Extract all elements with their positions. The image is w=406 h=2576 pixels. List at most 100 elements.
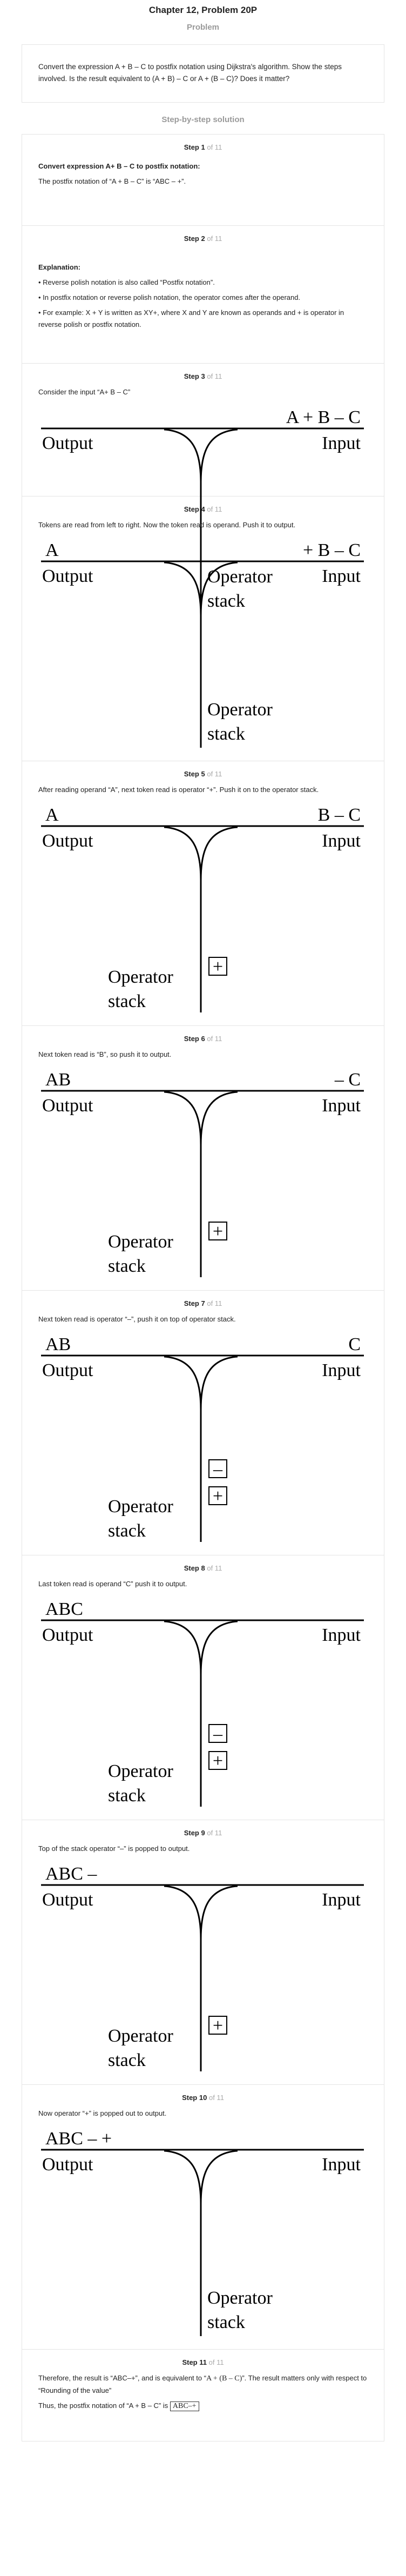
- track-curve-right: [200, 2150, 238, 2204]
- input-label: Input: [322, 566, 361, 586]
- step-of-count: of 11: [207, 1035, 222, 1043]
- track-curve-right: [200, 1885, 238, 1940]
- step-of-count: of 11: [207, 1299, 222, 1307]
- step-bullet: • Reverse polish notation is also called…: [38, 278, 215, 286]
- step-word: Step: [184, 1299, 199, 1307]
- input-label: Input: [322, 1096, 361, 1116]
- step-text: Next token read is operator “–”, push it…: [38, 1315, 236, 1323]
- step-of-count: of 11: [207, 372, 222, 380]
- step-body: Now operator “+” is popped out to output…: [22, 2108, 384, 2119]
- stack-item: +: [213, 1486, 223, 1506]
- output-value: A: [45, 540, 59, 560]
- step-conclusion: Therefore, the result is “ABC–+”, and is…: [38, 2372, 368, 2397]
- step-of-count: of 11: [207, 143, 222, 151]
- input-label: Input: [322, 1890, 361, 1910]
- operator-stack-label: Operator: [207, 700, 273, 720]
- step-word: Step: [182, 2094, 198, 2102]
- input-label: Input: [322, 2155, 361, 2175]
- track-curve-right: [200, 428, 238, 483]
- step-subheading: Explanation:: [38, 263, 81, 271]
- stack-item-box: [208, 1724, 227, 1743]
- output-value: A: [45, 805, 59, 825]
- step-body: Last token read is operand “C” push it t…: [22, 1578, 384, 1590]
- track-curve-left: [164, 561, 202, 616]
- input-value: C: [348, 1334, 361, 1354]
- conclusion-text-2: ”. The result matters only with respect …: [38, 2374, 367, 2394]
- step-word: Step: [184, 1829, 199, 1837]
- step-5: Step 5 of 11 After reading operand “A”, n…: [22, 761, 384, 1026]
- step-heading: Step 6 of 11: [22, 1026, 384, 1046]
- step-text: Top of the stack operator “–” is popped …: [38, 1844, 190, 1853]
- stack-item-box: [208, 1486, 227, 1505]
- track-curve-right: [200, 1356, 238, 1410]
- input-value: – C: [334, 1070, 361, 1090]
- step-body: Therefore, the result is “ABC–+”, and is…: [22, 2372, 384, 2412]
- step-word: Step: [184, 770, 199, 778]
- step-number: 4: [201, 505, 205, 513]
- step-bullet: • For example: X + Y is written as XY+, …: [38, 308, 344, 328]
- step-text: Consider the input “A+ B – C”: [38, 388, 131, 396]
- track-curve-left: [164, 1356, 202, 1410]
- step-number: 11: [199, 2358, 207, 2366]
- operator-stack-label-2: stack: [108, 1256, 146, 1276]
- track-curve-right: [200, 826, 238, 881]
- track-curve-left: [164, 1620, 202, 1675]
- input-label: Input: [322, 433, 361, 453]
- output-label: Output: [42, 1096, 93, 1116]
- problem-section-title: Problem: [186, 23, 219, 32]
- step-word: Step: [184, 143, 199, 151]
- stack-item: +: [213, 1751, 223, 1771]
- step-bullet: • In postfix notation or reverse polish …: [38, 293, 301, 301]
- step-4: Step 4 of 11 Tokens are read from left to…: [22, 497, 384, 761]
- step-text: Last token read is operand “C” push it t…: [38, 1580, 187, 1588]
- operator-stack-label: Operator: [108, 1761, 174, 1781]
- step-heading: Step 3 of 11: [22, 364, 384, 384]
- conclusion-text-1: Therefore, the result is “ABC–+”, and is…: [38, 2374, 207, 2382]
- track-curve-left: [164, 1885, 202, 1940]
- step-body: Tokens are read from left to right. Now …: [22, 519, 384, 531]
- step-word: Step: [184, 1564, 199, 1572]
- operator-stack-label-2: stack: [108, 1521, 146, 1541]
- step-of-count: of 11: [207, 505, 222, 513]
- track-curve-right: [200, 1620, 238, 1675]
- stack-item-box: [208, 2016, 227, 2035]
- output-value: AB: [45, 1334, 71, 1354]
- output-value: ABC: [45, 1599, 83, 1619]
- operator-stack-label: Operator: [108, 2026, 174, 2046]
- step-word: Step: [184, 372, 199, 380]
- output-value: ABC –: [45, 1864, 97, 1884]
- step-subheading: Convert expression A+ B – C to postfix n…: [38, 162, 200, 170]
- step-of-count: of 11: [207, 234, 222, 243]
- operator-stack-label: Operator: [207, 567, 273, 587]
- operator-stack-label: Operator: [108, 1232, 174, 1252]
- step-of-count: of 11: [207, 1829, 222, 1837]
- step-word: Step: [184, 505, 199, 513]
- step-number: 10: [199, 2094, 207, 2102]
- chapter-title: Chapter 12, Problem 20P: [148, 5, 258, 15]
- step-heading: Step 5 of 11: [22, 761, 384, 782]
- stack-item-box: [208, 957, 227, 976]
- operator-stack-label: Operator: [207, 2288, 273, 2308]
- input-value: B – C: [318, 805, 361, 825]
- output-label: Output: [42, 1360, 93, 1380]
- step-of-count: of 11: [207, 1564, 222, 1572]
- stack-item: +: [213, 2016, 223, 2036]
- stack-item: –: [213, 1724, 223, 1744]
- solution-section-title: Step-by-step solution: [161, 115, 245, 124]
- step-heading: Step 9 of 11: [22, 1820, 384, 1841]
- track-curve-left: [164, 2150, 202, 2204]
- operator-stack-label-2: stack: [108, 1786, 146, 1806]
- step-text: Tokens are read from left to right. Now …: [38, 521, 296, 529]
- step-3: Step 3 of 11 Consider the input “A+ B – C…: [22, 364, 384, 615]
- step-text: The postfix notation of “A + B – C” is “…: [38, 177, 186, 185]
- operator-stack-label: Operator: [108, 967, 174, 987]
- output-label: Output: [42, 2155, 93, 2175]
- operator-stack-label: Operator: [108, 1497, 174, 1517]
- step-text: After reading operand “A”, next token re…: [38, 786, 319, 794]
